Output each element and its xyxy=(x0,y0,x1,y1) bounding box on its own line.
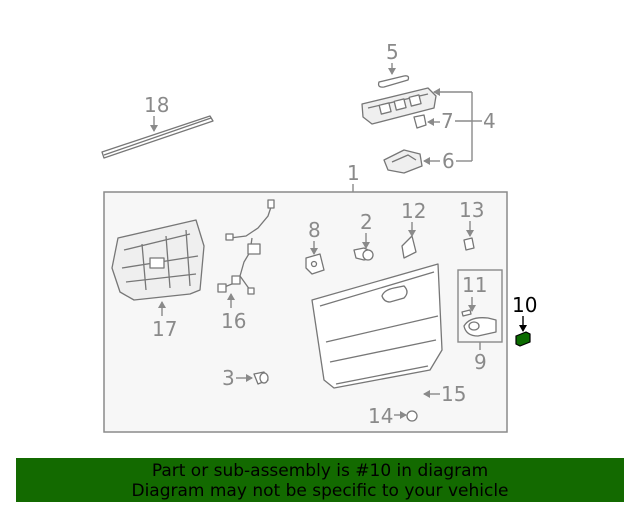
part-2-bulb[interactable] xyxy=(353,247,374,261)
part-5-switch-cover[interactable] xyxy=(377,75,410,88)
part-13-clip[interactable] xyxy=(463,237,475,251)
part-17-deflector[interactable] xyxy=(111,219,205,301)
callout-3: 3 xyxy=(222,366,253,390)
callout-18-label: 18 xyxy=(144,93,169,117)
callout-4-bracket: 4 xyxy=(433,88,496,161)
callout-17: 17 xyxy=(152,301,177,341)
callout-6-label: 6 xyxy=(442,149,455,173)
callout-16: 16 xyxy=(221,293,246,333)
callout-17-label: 17 xyxy=(152,317,177,341)
callout-16-label: 16 xyxy=(221,309,246,333)
callout-14-label: 14 xyxy=(368,404,393,428)
callout-7: 7 xyxy=(427,109,472,133)
callout-11: 11 xyxy=(462,273,487,312)
callout-10-label: 10 xyxy=(512,293,537,317)
callout-13: 13 xyxy=(459,198,484,237)
callout-14: 14 xyxy=(368,404,407,428)
callout-10: 10 xyxy=(512,293,537,332)
part-14-grommet[interactable] xyxy=(406,410,418,422)
info-banner: Part or sub-assembly is #10 in diagram D… xyxy=(16,458,624,502)
part-3-socket[interactable] xyxy=(253,371,269,385)
banner-line-part: Part or sub-assembly is #10 in diagram xyxy=(151,461,489,481)
callout-9-label: 9 xyxy=(474,350,487,374)
callout-18: 18 xyxy=(144,93,169,132)
callout-15-label: 15 xyxy=(441,382,466,406)
callout-7-label: 7 xyxy=(441,109,454,133)
part-12-bezel[interactable] xyxy=(401,235,417,259)
callout-1: 1 xyxy=(347,161,360,192)
part-6-switch[interactable] xyxy=(383,149,423,174)
callout-12-label: 12 xyxy=(401,199,426,223)
callout-3-label: 3 xyxy=(222,366,235,390)
part-9-handle[interactable] xyxy=(463,317,497,337)
callout-2-label: 2 xyxy=(360,210,373,234)
callout-5: 5 xyxy=(386,40,399,75)
banner-line-disclaimer: Diagram may not be specific to your vehi… xyxy=(131,481,509,501)
callout-11-label: 11 xyxy=(462,273,487,297)
part-18-belt-molding[interactable] xyxy=(101,115,214,159)
part-4-window-switch[interactable] xyxy=(361,87,437,125)
callout-6: 6 xyxy=(423,149,472,173)
part-8-bracket[interactable] xyxy=(305,253,325,275)
callout-5-label: 5 xyxy=(386,40,399,64)
part-16-harness[interactable] xyxy=(217,199,275,295)
callout-9: 9 xyxy=(474,342,487,374)
door-trim-panel[interactable] xyxy=(311,263,443,389)
callout-12: 12 xyxy=(401,199,426,237)
callout-2: 2 xyxy=(360,210,373,249)
callout-8: 8 xyxy=(308,218,321,255)
callout-1-label: 1 xyxy=(347,161,360,185)
callout-13-label: 13 xyxy=(459,198,484,222)
callout-15: 15 xyxy=(423,382,466,406)
callout-8-label: 8 xyxy=(308,218,321,242)
parts-diagram: 18 5 4 7 6 1 xyxy=(101,40,537,433)
part-10-highlighted[interactable] xyxy=(515,331,531,347)
part-7-switch-knob[interactable] xyxy=(413,114,427,129)
callout-4-label: 4 xyxy=(483,109,496,133)
